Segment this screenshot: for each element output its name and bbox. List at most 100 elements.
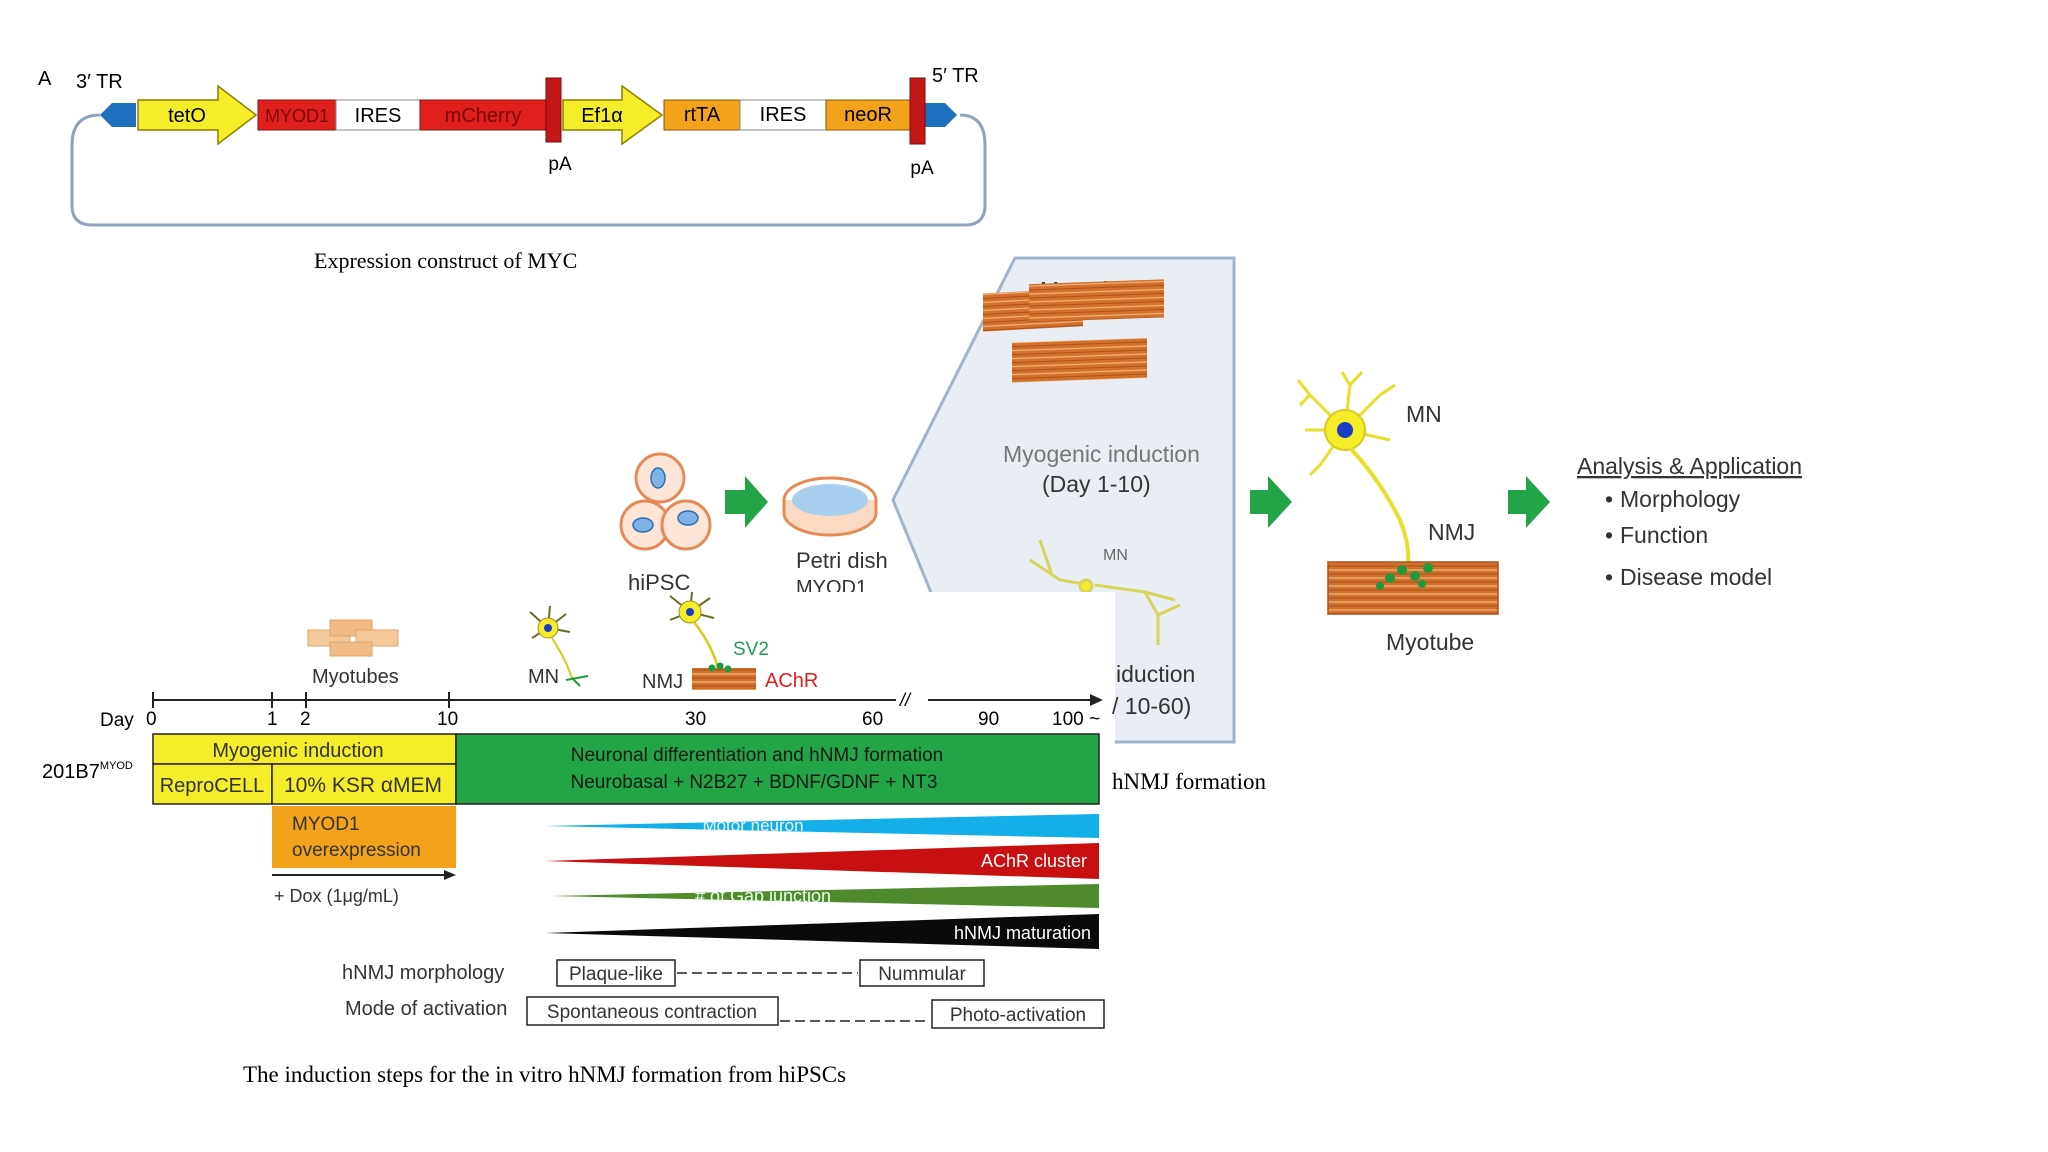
pa1-label: pA xyxy=(548,154,572,175)
arrow-icon xyxy=(725,476,768,528)
tick-label: 2 xyxy=(300,709,311,730)
ires1-label: IRES xyxy=(355,105,402,127)
hnmj-morphology-label: hNMJ morphology xyxy=(342,962,504,984)
tick-label: 30 xyxy=(685,709,706,730)
tick-label: 0 xyxy=(146,709,157,730)
ksr-medium-text: 10% KSR αMEM xyxy=(284,774,442,797)
overexpression-text: overexpression xyxy=(292,840,421,861)
reprocell-bar xyxy=(152,763,273,805)
myotube-icon xyxy=(983,279,1164,383)
analysis-bullet: • xyxy=(1605,486,1613,512)
myotube-bottom-label: Myotube xyxy=(1386,629,1474,655)
hnmj-formation-partial-label: hNMJ formation xyxy=(1112,769,1266,794)
tick-label: 1 xyxy=(267,709,278,730)
timeline-diagram: Myotubes MN NMJ SV2 AChR xyxy=(42,591,1105,1029)
mn-neuron-icon xyxy=(529,605,589,687)
ires2-label: IRES xyxy=(760,104,807,126)
photo-activation-text: Photo-activation xyxy=(950,1005,1086,1026)
cell-line-label: 201B7MYOD xyxy=(42,760,133,783)
ef1a-element xyxy=(562,84,664,146)
spontaneous-contraction-box xyxy=(526,996,779,1026)
motor-neuron-wedge xyxy=(545,814,1099,838)
analysis-title: Analysis & Application xyxy=(1577,453,1802,479)
tick-label: 10 xyxy=(437,709,458,730)
panel-letter: A xyxy=(38,68,52,90)
neuronal-differentiation-bar xyxy=(455,733,1100,805)
neuron-sketch-icon xyxy=(1029,539,1181,645)
ksr-medium-bar xyxy=(271,763,457,805)
construct-diagram: A 3′ TR 5′ TR tetO MYOD1 IRES mCherry pA… xyxy=(38,65,987,227)
hipsc-label: hiPSC xyxy=(628,570,690,595)
rtta-label: rtTA xyxy=(684,104,721,126)
nmj-icon xyxy=(669,591,756,690)
myotubes-icon xyxy=(307,619,399,657)
nmj-label: NMJ xyxy=(1428,519,1475,545)
pa2-label: pA xyxy=(910,158,934,179)
analysis-item: Morphology xyxy=(1620,486,1741,512)
spontaneous-contraction-text: Spontaneous contraction xyxy=(547,1002,757,1023)
plaque-like-box xyxy=(556,959,676,987)
myogenic-induction-label: Myogenic induction xyxy=(1003,441,1200,467)
myogenic-induction-text: Myogenic induction xyxy=(212,740,383,762)
tick-label: 90 xyxy=(978,709,999,730)
hnmj-maturation-wedge xyxy=(545,914,1099,949)
myotubes-icon-label: Myotubes xyxy=(312,666,399,688)
achr-label: AChR xyxy=(765,670,818,692)
teto-element xyxy=(137,84,258,146)
petri-dish-icon xyxy=(782,476,878,537)
mcherry-element xyxy=(419,99,547,131)
mn-small-label: MN xyxy=(1103,547,1128,564)
dox-arrowhead xyxy=(444,870,456,880)
mcherry-label: mCherry xyxy=(445,105,522,127)
myogenic-induction-bar xyxy=(152,733,457,765)
mn-label: MN xyxy=(1406,401,1442,427)
five-tr-label: 5′ TR xyxy=(932,65,979,87)
arrow-icon xyxy=(1508,476,1550,528)
hnmj-maturation-wedge-label: hNMJ maturation xyxy=(954,923,1091,943)
photo-activation-box xyxy=(931,999,1105,1029)
myotube-nmj-icon xyxy=(1327,561,1499,615)
analysis-item: Disease model xyxy=(1620,564,1772,590)
arrow-icon xyxy=(1250,476,1292,528)
ef1a-label: Ef1α xyxy=(581,105,623,127)
timeline-caption: The induction steps for the in vitro hNM… xyxy=(243,1062,846,1087)
tick-label: 100 ~ xyxy=(1052,709,1100,730)
ires2-element xyxy=(739,99,827,131)
three-tr-label: 3′ TR xyxy=(76,71,123,93)
nmj-icon-label: NMJ xyxy=(642,671,683,693)
motor-neuron-wedge-label: Motor neuron xyxy=(702,816,803,835)
plasmid-backbone xyxy=(70,113,987,227)
analysis-bullet: • xyxy=(1605,564,1613,590)
analysis-item: Function xyxy=(1620,522,1708,548)
myogenic-days-label: (Day 1-10) xyxy=(1042,471,1151,497)
three-tr-marker xyxy=(100,103,136,127)
petri-label: Petri dish xyxy=(796,548,888,573)
flow-diagram: hiPSC Petri dish MYOD1 Myotube Myogenic … xyxy=(619,256,1802,744)
sv2-label: SV2 xyxy=(733,639,769,660)
hipsc-cells-icon xyxy=(619,452,712,551)
gap-junction-wedge-label: # of Gap junction xyxy=(695,886,831,906)
induction-days-partial-label: / 10-60) xyxy=(1112,693,1191,719)
gap-junction-wedge xyxy=(551,884,1099,908)
nummular-text: Nummular xyxy=(878,964,966,985)
pa2-block xyxy=(909,77,926,145)
motor-neuron-icon xyxy=(1296,370,1411,566)
plaque-like-text: Plaque-like xyxy=(569,964,663,985)
myod1-text: MYOD1 xyxy=(292,814,360,835)
neuronal-differentiation-text: Neuronal differentiation and hNMJ format… xyxy=(571,745,943,766)
axis-arrowhead xyxy=(1090,694,1103,706)
construct-caption: Expression construct of MYC xyxy=(314,248,577,273)
five-tr-marker xyxy=(925,103,957,127)
achr-cluster-wedge xyxy=(545,843,1099,879)
teto-label: tetO xyxy=(168,105,206,127)
reprocell-text: ReproCELL xyxy=(160,775,265,797)
pa1-block xyxy=(545,77,562,143)
myod1-overexpression-bar xyxy=(272,806,456,868)
activation-mode-label: Mode of activation xyxy=(345,998,507,1020)
day-label: Day xyxy=(100,710,134,731)
dox-label: + Dox (1μg/mL) xyxy=(274,886,399,906)
myod1-label: MYOD1 xyxy=(265,106,329,126)
nummular-box xyxy=(859,959,985,987)
axis-break-mark: // xyxy=(898,690,912,710)
